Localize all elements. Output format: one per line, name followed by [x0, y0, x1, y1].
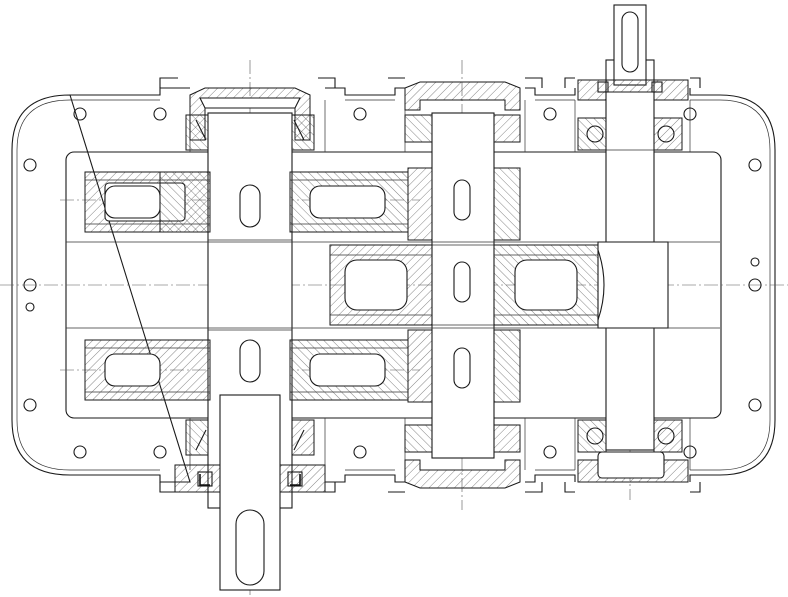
intermediate-bearings	[404, 81, 521, 489]
input-bottom-bearing	[174, 419, 326, 493]
input-top-bearing	[185, 87, 315, 151]
output-shaft	[597, 4, 669, 451]
output-bearings	[577, 79, 689, 483]
input-gears	[84, 171, 409, 401]
intermediate-shaft	[431, 112, 495, 459]
intermediate-gears	[329, 167, 599, 403]
input-shaft	[207, 112, 293, 591]
section-lines	[66, 241, 720, 329]
